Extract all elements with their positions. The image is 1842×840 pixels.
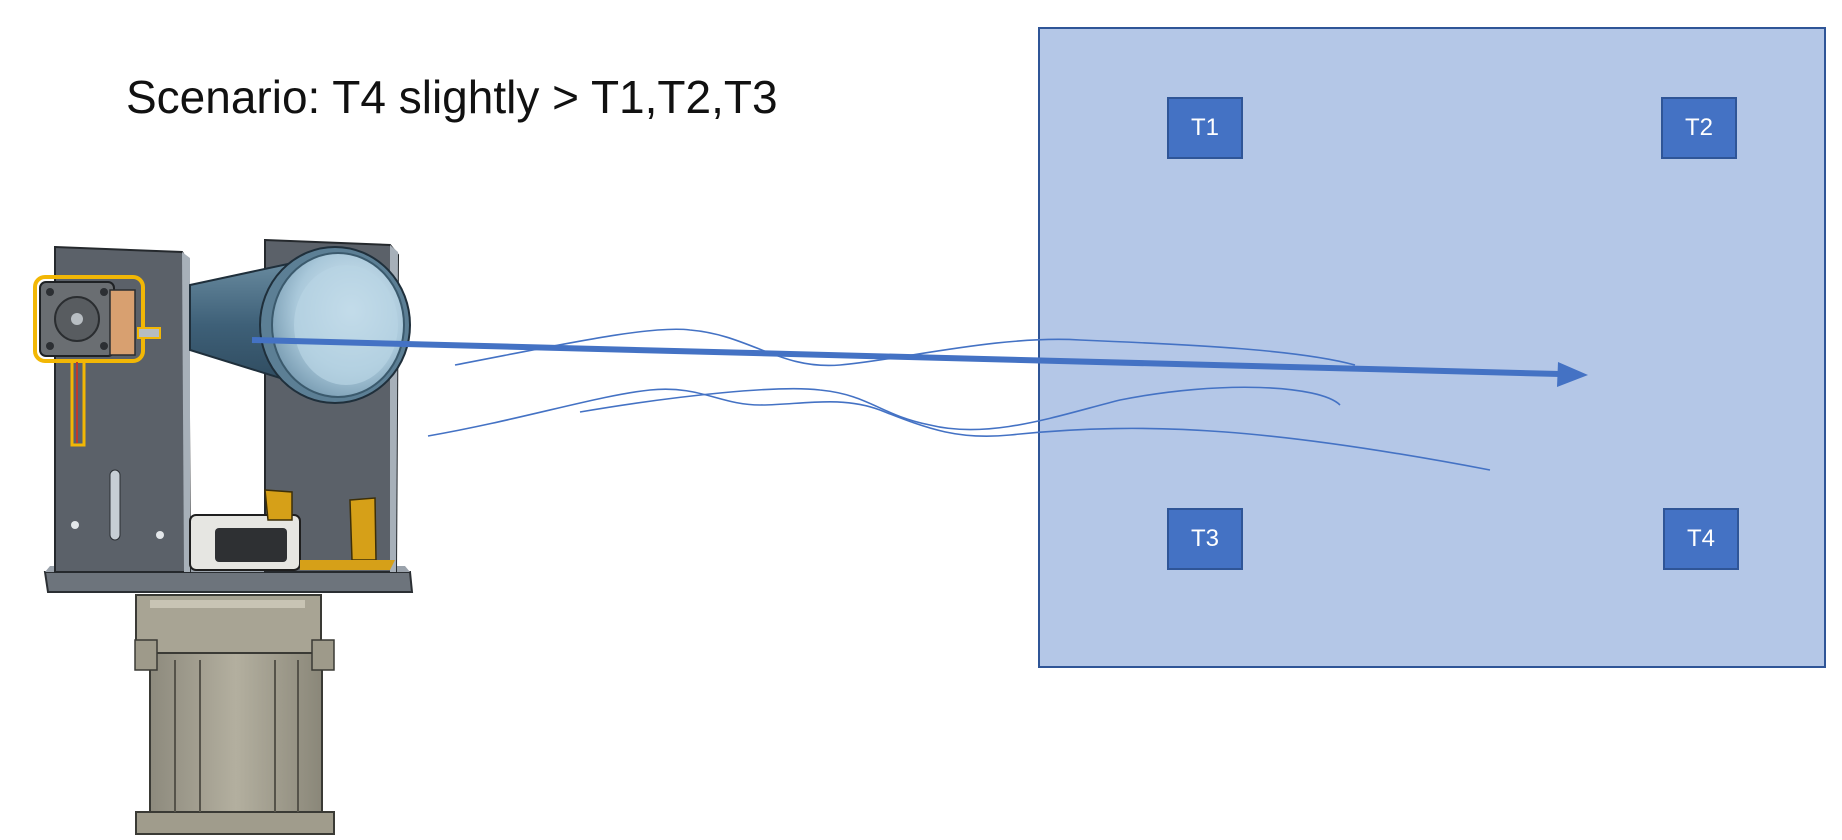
- airflow-beam-arrow: [251, 337, 1588, 387]
- airflow-line-2: [579, 386, 1341, 431]
- base-motor: [134, 594, 335, 835]
- fan-cone: [189, 246, 411, 404]
- beam-shaft: [251, 337, 1561, 377]
- sensor-t4: T4: [1663, 508, 1739, 570]
- airflow-line-3: [427, 388, 1491, 471]
- sensor-t1: T1: [1167, 97, 1243, 159]
- tilt-servo: [189, 489, 395, 571]
- airflow-lines: [427, 328, 1491, 471]
- sensor-t2: T2: [1661, 97, 1737, 159]
- airflow-line-1: [454, 328, 1356, 367]
- sensor-t3: T3: [1167, 508, 1243, 570]
- beam-arrowhead: [1557, 362, 1588, 387]
- scenario-title: Scenario: T4 slightly > T1,T2,T3: [126, 71, 778, 123]
- side-stepper: [33, 275, 161, 447]
